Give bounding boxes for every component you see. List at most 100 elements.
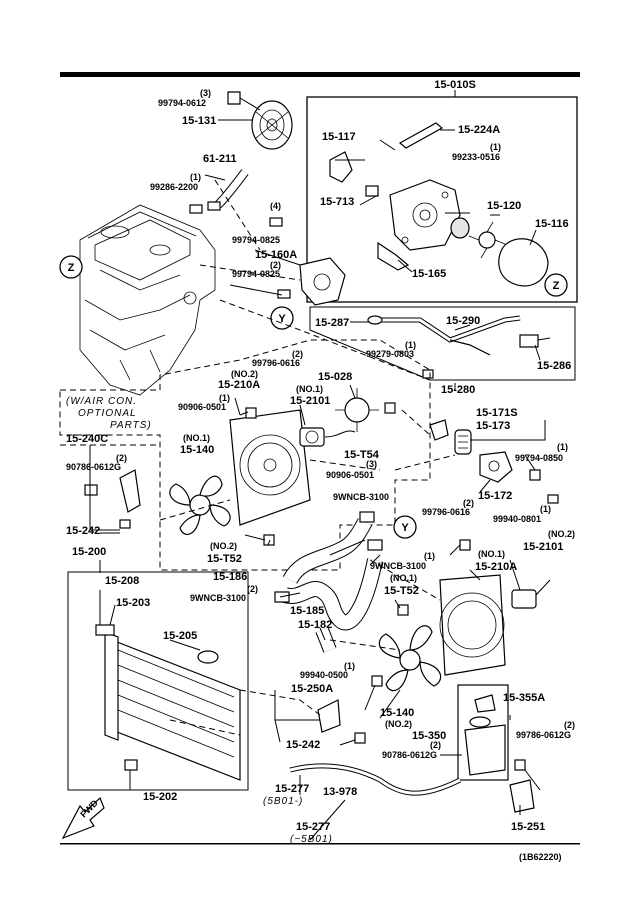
bottom-rule	[60, 843, 580, 845]
callout-z-right-label: Z	[553, 280, 560, 292]
nut-90906-0501-b	[384, 402, 396, 414]
label-no1-c: (NO.1)	[478, 549, 505, 559]
label-99279-qty: (1)	[405, 340, 416, 350]
label-99940-0500: 99940-0500	[300, 670, 348, 680]
radiator-box	[67, 571, 249, 791]
impeller	[468, 221, 506, 259]
callout-z-right: Z	[544, 273, 568, 297]
label-15-202: 15-202	[143, 791, 177, 803]
label-15-186: 15-186	[213, 571, 247, 583]
label-15-T52-b: 15-T52	[384, 585, 419, 597]
label-no2-a: (NO.2)	[231, 369, 258, 379]
label-90906-0501-b: 90906-0501	[326, 470, 374, 480]
label-13-978: 13-978	[323, 786, 357, 798]
reference-code: (1B62220)	[519, 852, 562, 862]
label-99796-0616-a: 99796-0616	[252, 358, 300, 368]
callout-y-top-label: Y	[278, 313, 286, 325]
label-15-160A: 15-160A	[255, 249, 297, 261]
thermostat-housing	[299, 257, 346, 306]
hose-15-287	[367, 315, 383, 325]
label-99794-0825-b: 99794-0825	[232, 269, 280, 279]
label-99794-0825-qty4: (4)	[270, 201, 281, 211]
label-99786-0612G: 99786-0612G	[516, 730, 571, 740]
bolt-99794-0850	[529, 469, 541, 481]
label-15-286: 15-286	[537, 360, 571, 372]
label-61-211: 61-211	[203, 153, 237, 165]
clip-99279-0803	[422, 369, 434, 379]
fan-motor-no2	[511, 579, 551, 609]
label-15-028: 15-028	[318, 371, 352, 383]
engine-block	[79, 204, 216, 396]
callout-z-left-label: Z	[68, 262, 75, 274]
label-90906-0501-a: 90906-0501	[178, 402, 226, 412]
label-15-287: 15-287	[315, 317, 349, 329]
hose-15-182	[315, 627, 337, 653]
callout-y-mid-label: Y	[401, 522, 409, 534]
lower-hose-15-185	[282, 539, 383, 631]
plug-99940-0500	[371, 675, 383, 687]
label-15-240C: 15-240C	[66, 433, 108, 445]
label-15-120: 15-120	[487, 200, 521, 212]
label-5b01-a: (5B01-)	[263, 796, 303, 807]
label-99286-qty: (1)	[190, 172, 201, 182]
plug-99940-0801	[547, 494, 559, 504]
label-9wncb-3100-c: 9WNCB-3100	[370, 561, 426, 571]
sensor-15-286	[519, 334, 551, 348]
label-90786-qty-a: (2)	[116, 453, 127, 463]
label-15-251: 15-251	[511, 821, 545, 833]
aircon-note-line2: OPTIONAL	[78, 408, 137, 419]
label-99796-0616-qty-a: (2)	[292, 349, 303, 359]
label-15-355A: 15-355A	[503, 692, 545, 704]
label-15-277-b: 15-277	[296, 821, 330, 833]
nut-99796-0616-a	[245, 407, 257, 419]
connector-15-T52-b	[397, 604, 409, 616]
bolt-99794-0825-a	[269, 217, 283, 227]
label-no1-b: (NO.1)	[183, 433, 210, 443]
radiator-cap-15-205	[197, 650, 219, 664]
label-15-185: 15-185	[290, 605, 324, 617]
label-99794-0850: 99794-0850	[515, 453, 563, 463]
label-99279-0803: 99279-0803	[366, 349, 414, 359]
label-15-242-b: 15-242	[286, 739, 320, 751]
label-15-2101-b: 15-2101	[523, 541, 563, 553]
label-15-182: 15-182	[298, 619, 332, 631]
water-pump-pulley	[251, 100, 293, 150]
label-99794-0850-qty: (1)	[557, 442, 568, 452]
fan-shroud-no1	[439, 574, 506, 676]
label-15-250A: 15-250A	[291, 683, 333, 695]
label-90786-0612G-b: 90786-0612G	[382, 750, 437, 760]
label-15-200: 15-200	[72, 546, 106, 558]
label-15-277-a: 15-277	[275, 783, 309, 795]
label-99940-0801: 99940-0801	[493, 514, 541, 524]
label-99286-2200: 99286-2200	[150, 182, 198, 192]
gasket-15-116	[498, 238, 549, 287]
pulley-bolt	[227, 91, 241, 105]
label-no2-c: (NO.2)	[548, 529, 575, 539]
heater-pipe	[380, 315, 521, 356]
bracket-15-240C	[84, 469, 141, 529]
label-99794-0825-qty2: (2)	[270, 260, 281, 270]
condenser-fan-15-028	[335, 388, 379, 432]
label-15-165: 15-165	[412, 268, 446, 280]
label-90786-qty-b: (2)	[430, 740, 441, 750]
label-99940-0500-qty: (1)	[344, 661, 355, 671]
water-pump-kit-box	[306, 96, 578, 303]
bracket-15-251	[509, 759, 535, 813]
label-15-140-b: 15-140	[380, 707, 414, 719]
aircon-note-line1: (W/AIR CON.	[66, 396, 137, 407]
label-99794-0825-a: 99794-0825	[232, 235, 280, 245]
reserve-tank-box	[457, 684, 509, 781]
heater-pipe-box	[309, 306, 576, 381]
label-15-116: 15-116	[535, 218, 569, 230]
callout-y-top: Y	[270, 306, 294, 330]
label-15-T54: 15-T54	[344, 449, 380, 461]
label-15-713: 15-713	[320, 196, 354, 208]
label-15-131-qty: (3)	[200, 88, 211, 98]
drain-plug-15-203	[95, 624, 115, 636]
label-no2-b: (NO.2)	[210, 541, 237, 551]
leader-lines	[89, 119, 546, 841]
bypass-hose	[189, 169, 249, 214]
label-9wncb-qty-b: (2)	[247, 584, 258, 594]
label-99794-0612: 99794-0612	[158, 98, 206, 108]
